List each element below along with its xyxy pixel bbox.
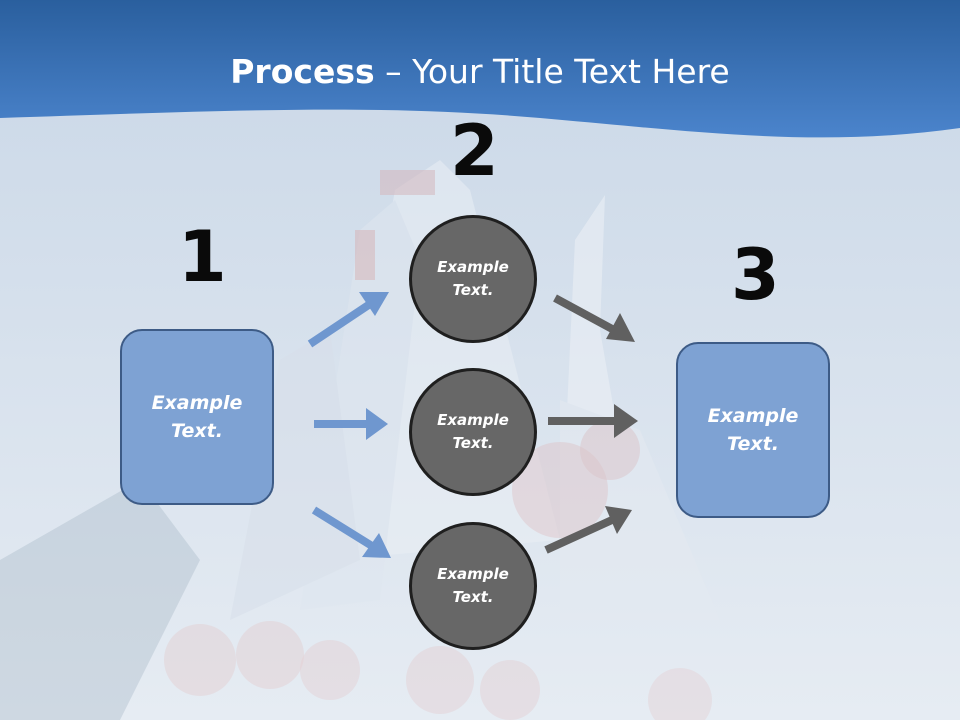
left-process-box[interactable]: Example Text. bbox=[120, 329, 274, 505]
right-box-label: Example Text. bbox=[707, 404, 799, 456]
circle-middle-label: Example Text. bbox=[437, 410, 509, 452]
circle-top-label: Example Text. bbox=[437, 257, 509, 299]
process-circle-top[interactable]: Example Text. bbox=[409, 215, 537, 343]
right-process-box[interactable]: Example Text. bbox=[676, 342, 830, 518]
title-bold-part: Process bbox=[230, 52, 375, 91]
step-number-2: 2 bbox=[450, 110, 499, 192]
title-rest-part: – Your Title Text Here bbox=[374, 52, 730, 91]
circle-bottom-label: Example Text. bbox=[437, 564, 509, 606]
step-number-1: 1 bbox=[178, 216, 227, 298]
process-circle-middle[interactable]: Example Text. bbox=[409, 368, 537, 496]
step-number-3: 3 bbox=[731, 234, 780, 316]
left-box-label: Example Text. bbox=[151, 391, 243, 443]
process-circle-bottom[interactable]: Example Text. bbox=[409, 522, 537, 650]
slide-title: Process – Your Title Text Here bbox=[0, 52, 960, 91]
